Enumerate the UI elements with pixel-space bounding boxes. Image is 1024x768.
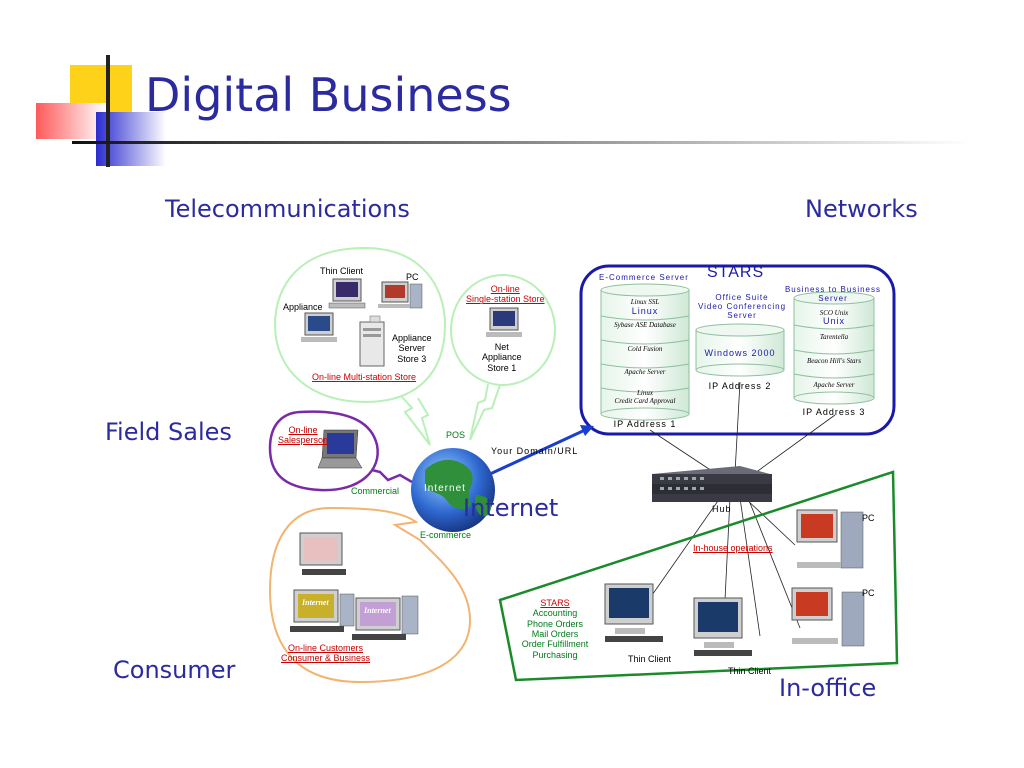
your-domain-label: Your Domain/URL	[491, 446, 579, 456]
b2b-server-stack	[793, 291, 875, 405]
ip-address-3: IP Address 3	[802, 407, 866, 417]
beacon-label: Beacon Hill's Stars	[807, 357, 861, 365]
thin-client-label: Thin Client	[320, 266, 364, 276]
appliance-server-label: Appliance Server Store 3	[392, 333, 432, 364]
windows-server-cylinder	[695, 323, 785, 377]
linux-label: Linux	[631, 306, 659, 316]
stars-server-title: STARS	[707, 264, 765, 281]
thin-client-label-2: Thin Client	[728, 666, 772, 676]
hub-switch-icon	[652, 466, 772, 502]
apache-label: Apache Server	[624, 368, 666, 376]
sybase-label: Sybase ASE Database	[614, 321, 676, 329]
thin-client-computer-icon	[328, 278, 366, 309]
domain-arrow	[489, 425, 594, 476]
ecommerce-server-stack	[600, 283, 690, 421]
consumer-computer-icon-3	[352, 595, 419, 640]
net-appliance-computer-icon	[486, 307, 522, 337]
globe-internet-label: Internet	[424, 483, 466, 494]
section-telecommunications: Telecommunications	[165, 195, 410, 223]
consumer-bubble	[268, 506, 472, 684]
pc-computer-icon	[378, 281, 423, 309]
internet-heading: Internet	[463, 494, 559, 522]
consumer-screen-label-2: Internet	[364, 606, 391, 615]
linux-credit-label: Linux Credit Card Approval	[614, 389, 676, 406]
section-consumer: Consumer	[113, 656, 236, 684]
windows-2000-label: Windows 2000	[704, 348, 776, 358]
telecom-bubbles	[273, 246, 556, 446]
appliance-label: Appliance	[283, 302, 323, 312]
ecommerce-server-label: E-Commerce Server	[599, 273, 689, 282]
office-pc-icon-2	[791, 587, 865, 647]
office-suite-label: Office Suite Video Conferencing Server	[697, 293, 787, 321]
network-cables	[649, 381, 836, 637]
linux-ssl-label: Linux SSL	[630, 298, 660, 306]
office-pc-icon-1	[796, 509, 864, 569]
section-field-sales: Field Sales	[105, 418, 232, 446]
ip-address-2: IP Address 2	[708, 381, 772, 391]
office-pc-label-2: PC	[862, 588, 875, 598]
section-networks: Networks	[805, 195, 918, 223]
sco-unix-label: SCO Unix	[819, 309, 849, 317]
slide-title: Digital Business	[145, 68, 512, 122]
internet-globe-icon	[411, 448, 495, 532]
office-item: Mail Orders	[531, 629, 579, 640]
apache-server-2-label: Apache Server	[813, 381, 855, 389]
ecommerce-label: E-commerce	[420, 530, 472, 540]
hub-label: Hub	[712, 504, 732, 514]
office-item: Accounting	[532, 608, 578, 619]
appliance-computer-icon	[301, 312, 337, 342]
office-pc-label-1: PC	[862, 513, 875, 523]
thin-client-label-1: Thin Client	[628, 654, 672, 664]
unix-label: Unix	[822, 316, 845, 326]
pc-label: PC	[406, 272, 419, 282]
consumer-screen-label-1: Internet	[302, 598, 329, 607]
cold-fusion-label: Cold Fusion	[627, 345, 663, 353]
online-customers-link[interactable]: On-line Customers Consumer & Business	[281, 643, 371, 664]
section-in-office: In-office	[779, 674, 877, 702]
in-office-box	[498, 470, 899, 682]
consumer-computer-icon-2	[290, 589, 355, 632]
pos-label: POS	[446, 430, 466, 440]
field-sales-bubble	[268, 410, 413, 492]
net-appliance-label: Net Appliance Store 1	[482, 342, 522, 373]
office-thin-client-icon-2	[693, 597, 752, 656]
commercial-label: Commercial	[351, 486, 400, 496]
title-decoration	[36, 55, 972, 167]
tarentella-label: Tarentella	[819, 333, 849, 341]
stars-office-list: STARS Accounting Phone Orders Mail Order…	[515, 598, 595, 660]
office-item: Purchasing	[532, 649, 578, 660]
office-thin-client-icon-1	[604, 583, 663, 642]
ip-address-1: IP Address 1	[613, 419, 677, 429]
office-item: Order Fulfillment	[521, 639, 589, 650]
laptop-icon	[317, 429, 363, 469]
inhouse-operations-link[interactable]: In-house operations	[693, 543, 773, 553]
appliance-server-icon	[359, 315, 385, 367]
b2b-server-label: Business to Business Server	[784, 285, 882, 304]
consumer-computer-icon-1	[299, 532, 346, 575]
single-station-store-link[interactable]: On-line Single-station Store	[466, 284, 545, 305]
online-salesperson-link[interactable]: On-line Salesperson	[278, 425, 329, 446]
multi-station-store-link[interactable]: On-line Multi-station Store	[312, 372, 417, 382]
stars-office-link[interactable]: STARS	[540, 598, 570, 608]
office-item: Phone Orders	[526, 618, 584, 629]
